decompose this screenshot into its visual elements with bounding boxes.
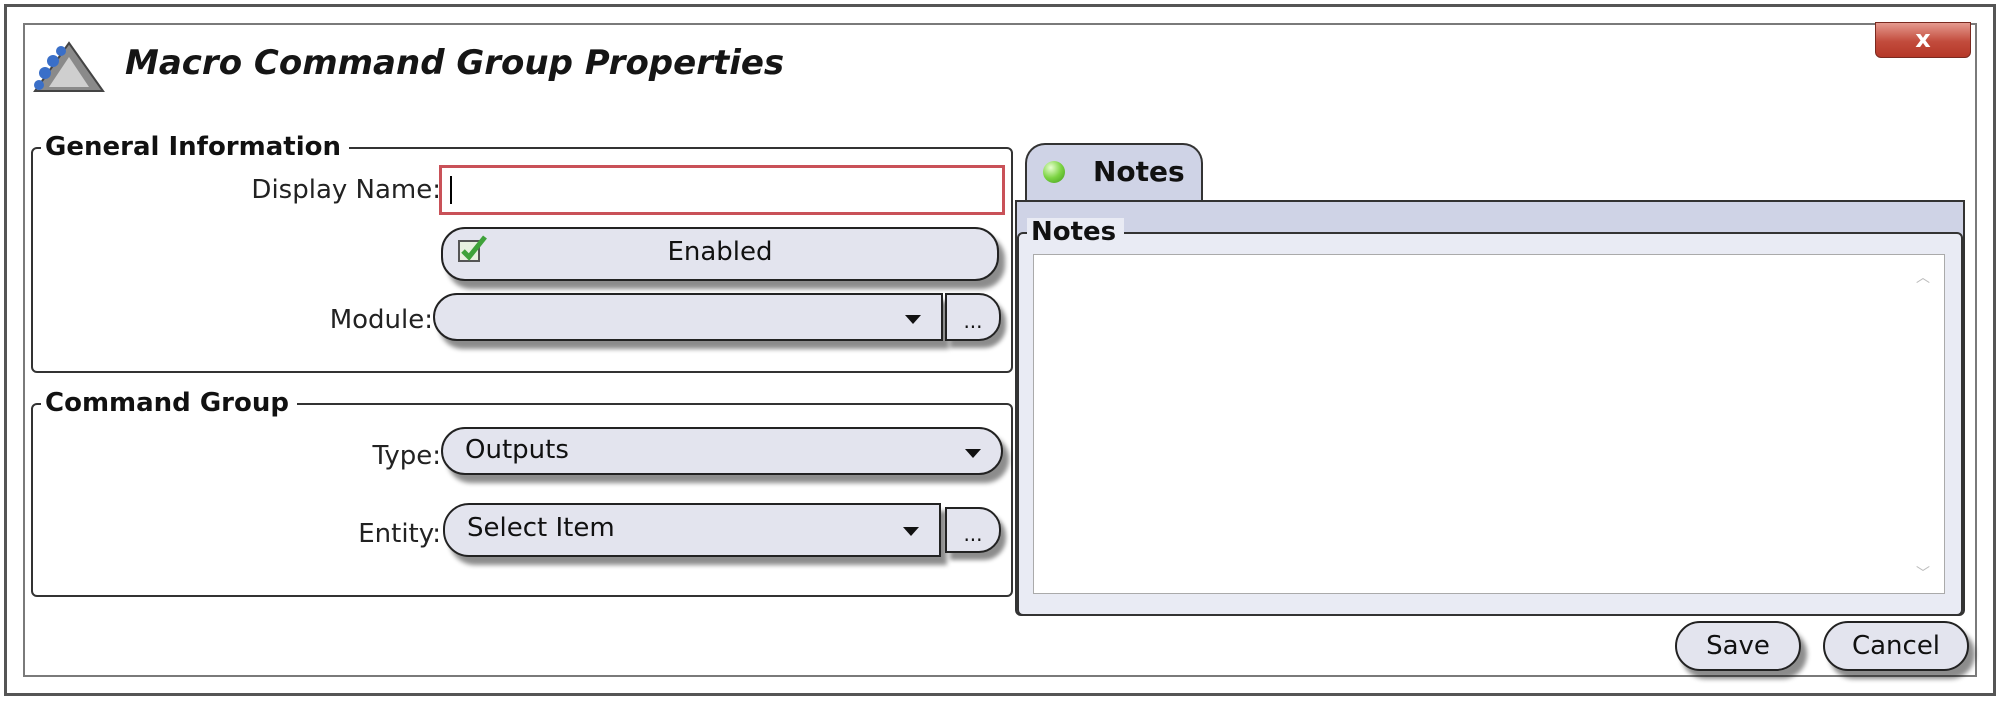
entity-dropdown[interactable]: Select Item: [443, 503, 941, 557]
window-title: Macro Command Group Properties: [125, 43, 785, 83]
display-name-label: Display Name:: [251, 175, 441, 205]
chevron-down-icon: [903, 527, 919, 536]
module-browse-button[interactable]: ...: [945, 293, 1001, 341]
close-button[interactable]: x: [1875, 22, 1971, 58]
chevron-down-icon: [965, 449, 981, 458]
command-group-group: Command Group Type: Outputs Entity: Sele…: [31, 389, 1013, 597]
type-value: Outputs: [465, 435, 569, 465]
enabled-label: Enabled: [667, 237, 773, 267]
type-label: Type:: [372, 441, 441, 471]
notes-textarea[interactable]: ︿ ﹀: [1033, 254, 1945, 594]
title-bar[interactable]: Macro Command Group Properties x: [25, 22, 1975, 105]
notes-legend: Notes: [1027, 218, 1125, 246]
text-caret: [450, 176, 452, 204]
status-dot-icon: [1043, 161, 1065, 183]
general-information-group: General Information Display Name: Enable…: [31, 133, 1013, 373]
tab-notes[interactable]: Notes: [1025, 143, 1203, 201]
checkbox-checked-icon: [458, 235, 487, 262]
dialog-window: Macro Command Group Properties x General…: [4, 4, 1996, 696]
scroll-down-icon[interactable]: ﹀: [1916, 566, 1930, 582]
entity-browse-button[interactable]: ...: [945, 507, 1001, 553]
module-dropdown[interactable]: [433, 293, 943, 341]
save-button[interactable]: Save: [1675, 621, 1801, 671]
cancel-button[interactable]: Cancel: [1823, 621, 1969, 671]
general-information-legend: General Information: [41, 133, 349, 161]
type-dropdown[interactable]: Outputs: [441, 427, 1003, 475]
display-name-input[interactable]: [439, 165, 1005, 215]
chevron-down-icon: [905, 315, 921, 324]
notes-group: Notes ︿ ﹀: [1017, 218, 1963, 616]
scroll-up-icon[interactable]: ︿: [1916, 270, 1930, 286]
entity-label: Entity:: [358, 519, 441, 549]
command-group-legend: Command Group: [41, 389, 297, 417]
app-logo-icon: [33, 41, 105, 92]
notes-tab-panel: Notes ︿ ﹀: [1015, 200, 1965, 616]
module-label: Module:: [329, 305, 433, 335]
entity-value: Select Item: [467, 513, 615, 543]
enabled-toggle[interactable]: Enabled: [441, 227, 999, 281]
tab-notes-label: Notes: [1093, 155, 1185, 188]
dialog-body: Macro Command Group Properties x General…: [23, 22, 1977, 677]
